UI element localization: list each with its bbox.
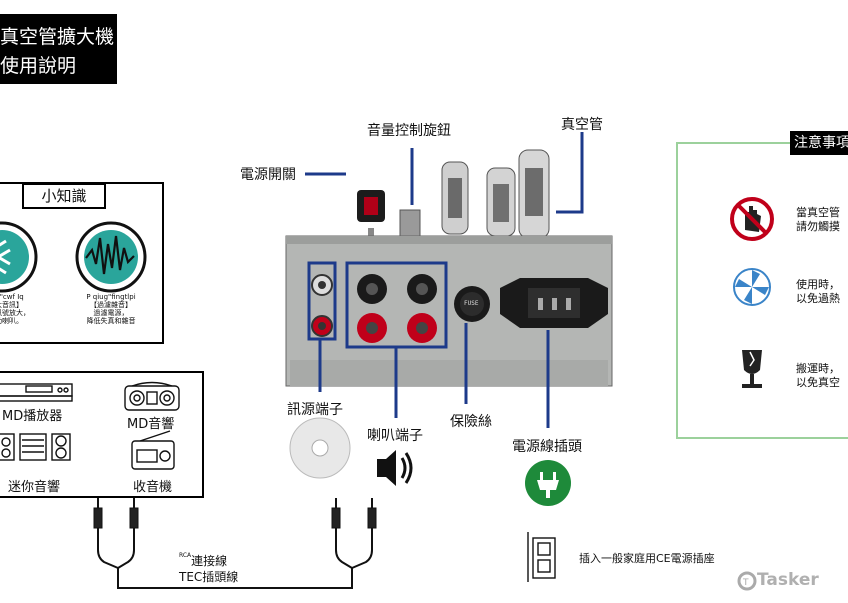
callout-lines [305, 132, 584, 428]
filter-caption: P qiug"fingtlpi [86, 293, 136, 301]
fuse-text: FUSE [464, 300, 479, 307]
speaker-terminal-label: 喇叭端子 [367, 428, 423, 444]
signal-terminal-label: 訊源端子 [287, 402, 343, 418]
knowledge-label: 小知識 [22, 183, 106, 209]
notice-title: 注意事項 [790, 131, 848, 155]
watermark-logo-icon: T [737, 571, 757, 591]
radio-label: 收音機 [133, 480, 173, 495]
vacuum-tubes [441, 149, 550, 239]
fragile-glass-icon [742, 350, 762, 388]
notice-panel [676, 142, 848, 439]
md-player-icon [0, 383, 73, 402]
notice2-line2: 以免過熱 [796, 292, 840, 305]
cable-label-line2: TEC插頭線 [179, 570, 239, 584]
cd-icon [289, 417, 351, 479]
notice3-line1: 搬運時， [796, 362, 840, 375]
cable-text1: 連接線 [191, 554, 228, 568]
volume-knob-label: 音量控制旋鈕 [367, 123, 451, 139]
md-stereo-label: MD音響 [127, 417, 175, 432]
watermark-text: Tasker [757, 570, 819, 590]
rca-cables [93, 498, 377, 589]
power-switch-body [357, 190, 385, 238]
amplify-line3: 以推動喇叭。 [0, 317, 23, 325]
md-stereo-icon [124, 381, 180, 411]
title-block: 真空管擴大機 使用說明 [0, 14, 117, 84]
title-line1: 真空管擴大機 [0, 26, 115, 48]
vacuum-tube-label: 真空管 [561, 117, 603, 133]
filter-line2: 過濾電源， [93, 309, 129, 317]
md-player-label: MD播放器 [2, 409, 63, 424]
power-switch-label: 電源開關 [240, 167, 296, 183]
cable-prefix: RCA [179, 552, 192, 559]
no-touch-icon [730, 197, 774, 241]
fuse-holder [454, 286, 490, 322]
filter-noise-icon [75, 221, 147, 293]
title-line2: 使用說明 [0, 55, 77, 77]
power-plug-icon [525, 460, 571, 506]
speaker-icon [377, 450, 413, 486]
radio-icon [131, 430, 175, 470]
svg-text:T: T [742, 578, 749, 588]
amplify-caption: P cpf "cwf Iq [0, 293, 24, 301]
amplify-icon [0, 221, 38, 293]
fuse-label: 保險絲 [450, 414, 492, 430]
mini-stereo-label: 迷你音響 [8, 480, 61, 495]
ac-inlet [500, 278, 608, 328]
mini-stereo-icon [0, 433, 71, 461]
notice1-line1: 當真空管 [796, 206, 840, 219]
devices-panel [0, 371, 204, 498]
notice3-line2: 以免真空 [796, 376, 840, 389]
notice2-line1: 使用時， [796, 278, 840, 291]
wall-outlet-label: 插入一般家庭用CE電源插座 [579, 552, 715, 565]
notice1-line2: 請勿觸摸 [796, 220, 840, 233]
speaker-binding-posts [357, 274, 437, 343]
filter-line1: 【過濾雜音】 [90, 301, 132, 309]
amplify-line2: 微弱的訊號放大， [0, 309, 30, 317]
wall-outlet-icon [527, 532, 556, 582]
power-socket-label: 電源線插頭 [512, 439, 582, 455]
cable-label-line1: RCA連接線 [179, 552, 227, 569]
fan-heat-icon [733, 268, 771, 306]
filter-line3: 降低失真和雜音 [86, 317, 136, 325]
amplify-line1: 【擴大音訊】 [0, 301, 23, 309]
rca-input-jacks [311, 274, 333, 337]
